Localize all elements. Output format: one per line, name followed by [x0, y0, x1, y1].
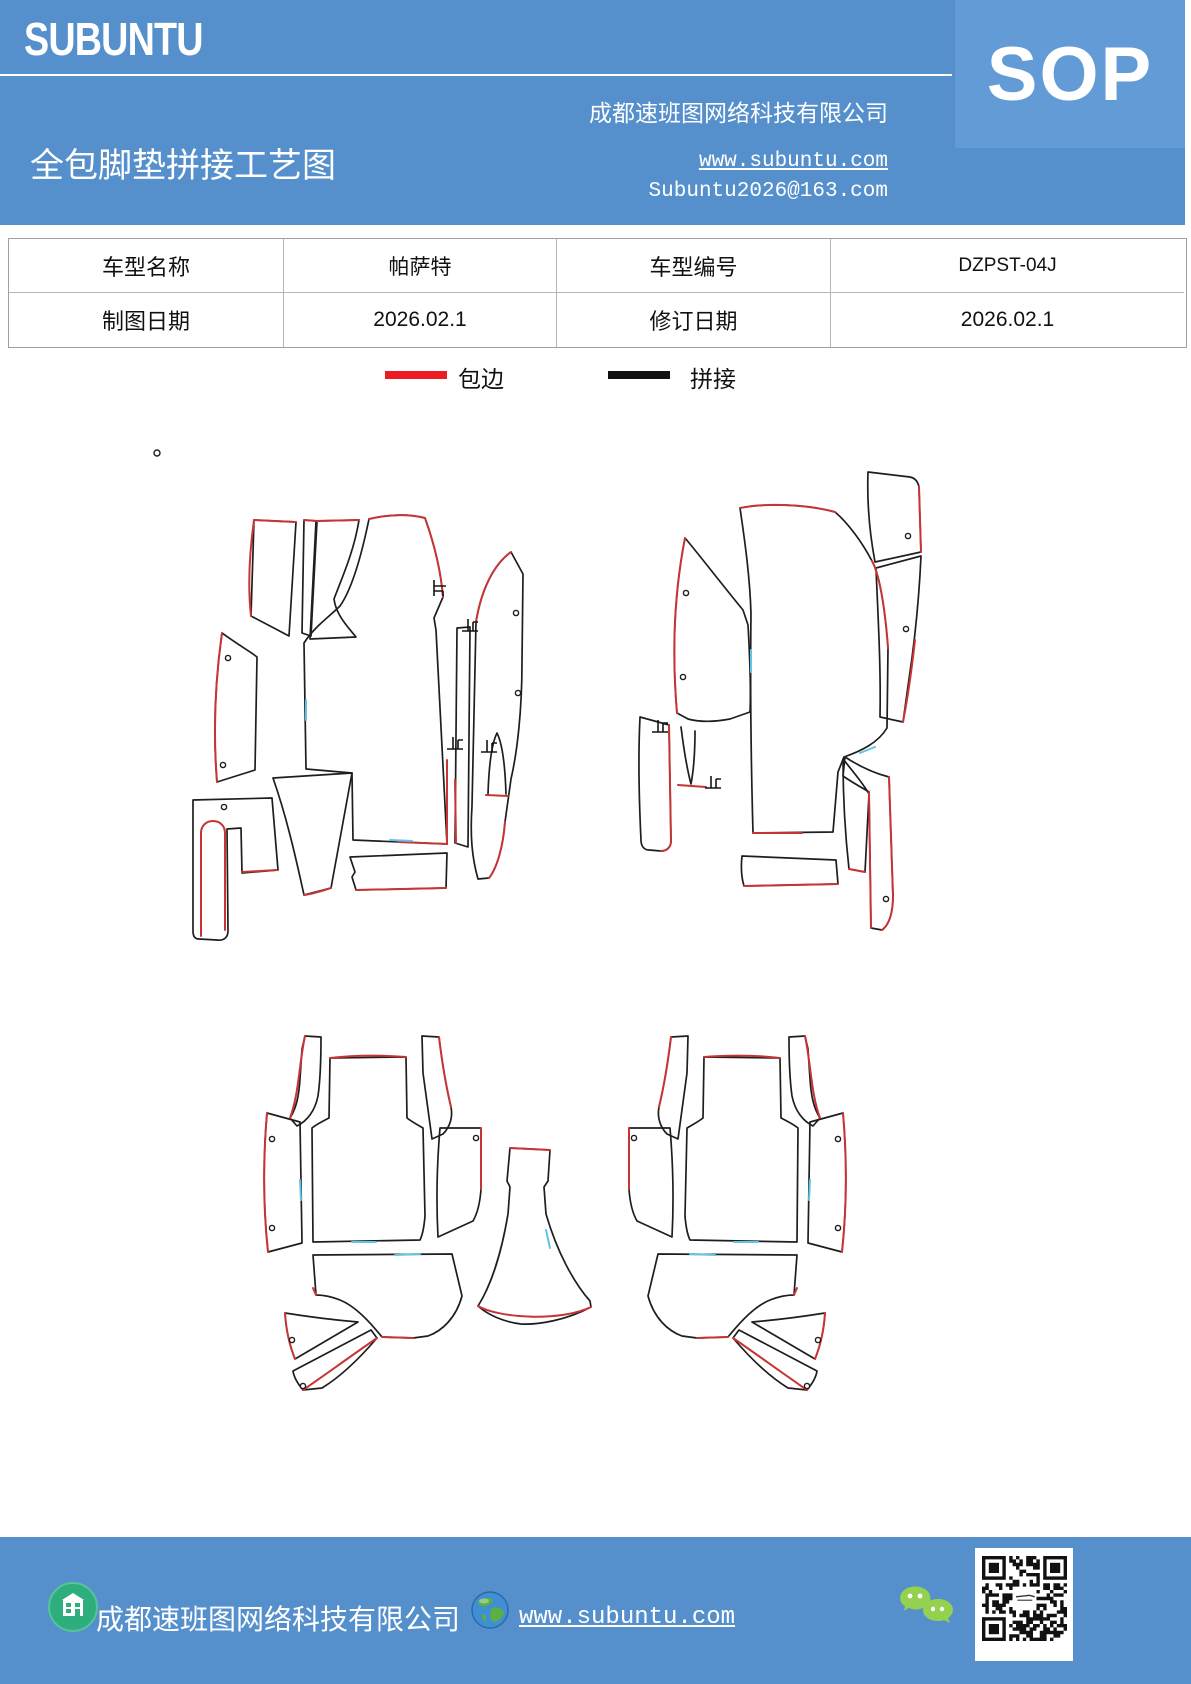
table-label-draw-date: 制图日期 — [9, 293, 284, 347]
brand-logo: SUBUNTU — [24, 13, 203, 65]
header-email: Subuntu2026@163.com — [648, 180, 888, 203]
diagram-rear-right-mat — [628, 1035, 847, 1391]
sop-box: SOP — [955, 0, 1185, 148]
wechat-icon — [900, 1586, 953, 1623]
table-label-vehicle-name: 车型名称 — [9, 239, 284, 293]
table-value-model-code: DZPST-04J — [831, 239, 1184, 293]
registration-dot — [153, 449, 161, 457]
building-icon — [48, 1582, 98, 1632]
table-value-vehicle-name: 帕萨特 — [284, 239, 557, 293]
table-value-revision-date: 2026.02.1 — [960, 308, 1055, 331]
qr-code — [975, 1548, 1073, 1661]
diagram-center-tunnel-piece — [477, 1147, 592, 1325]
sop-label: SOP — [986, 31, 1154, 117]
legend-label-splice: 拼接 — [690, 367, 736, 392]
header-website-link[interactable]: www.subuntu.com — [698, 150, 888, 173]
page-title: 全包脚垫拼接工艺图 — [30, 148, 336, 185]
diagram-rear-left-mat — [263, 1035, 482, 1391]
diagram-front-left-mat — [192, 514, 524, 942]
header-divider — [0, 74, 952, 76]
table-label-revision-date: 修订日期 — [557, 293, 831, 347]
globe-icon — [471, 1591, 509, 1629]
table-label-model-code: 车型编号 — [557, 239, 831, 293]
vehicle-info-table: 车型名称 帕萨特 车型编号 DZPST-04J 制图日期 2026.02.1 修… — [8, 238, 1187, 348]
legend-label-binding: 包边 — [458, 367, 504, 392]
table-value-draw-date: 2026.02.1 — [284, 293, 557, 347]
footer-company-name: 成都速班图网络科技有限公司 — [96, 1605, 461, 1636]
diagram-front-right-mat — [638, 471, 922, 931]
legend-swatch-splice — [608, 371, 670, 379]
header-company-name: 成都速班图网络科技有限公司 — [589, 101, 888, 126]
footer-website-link[interactable]: www.subuntu.com — [519, 1604, 736, 1631]
legend-swatch-binding — [385, 371, 447, 379]
